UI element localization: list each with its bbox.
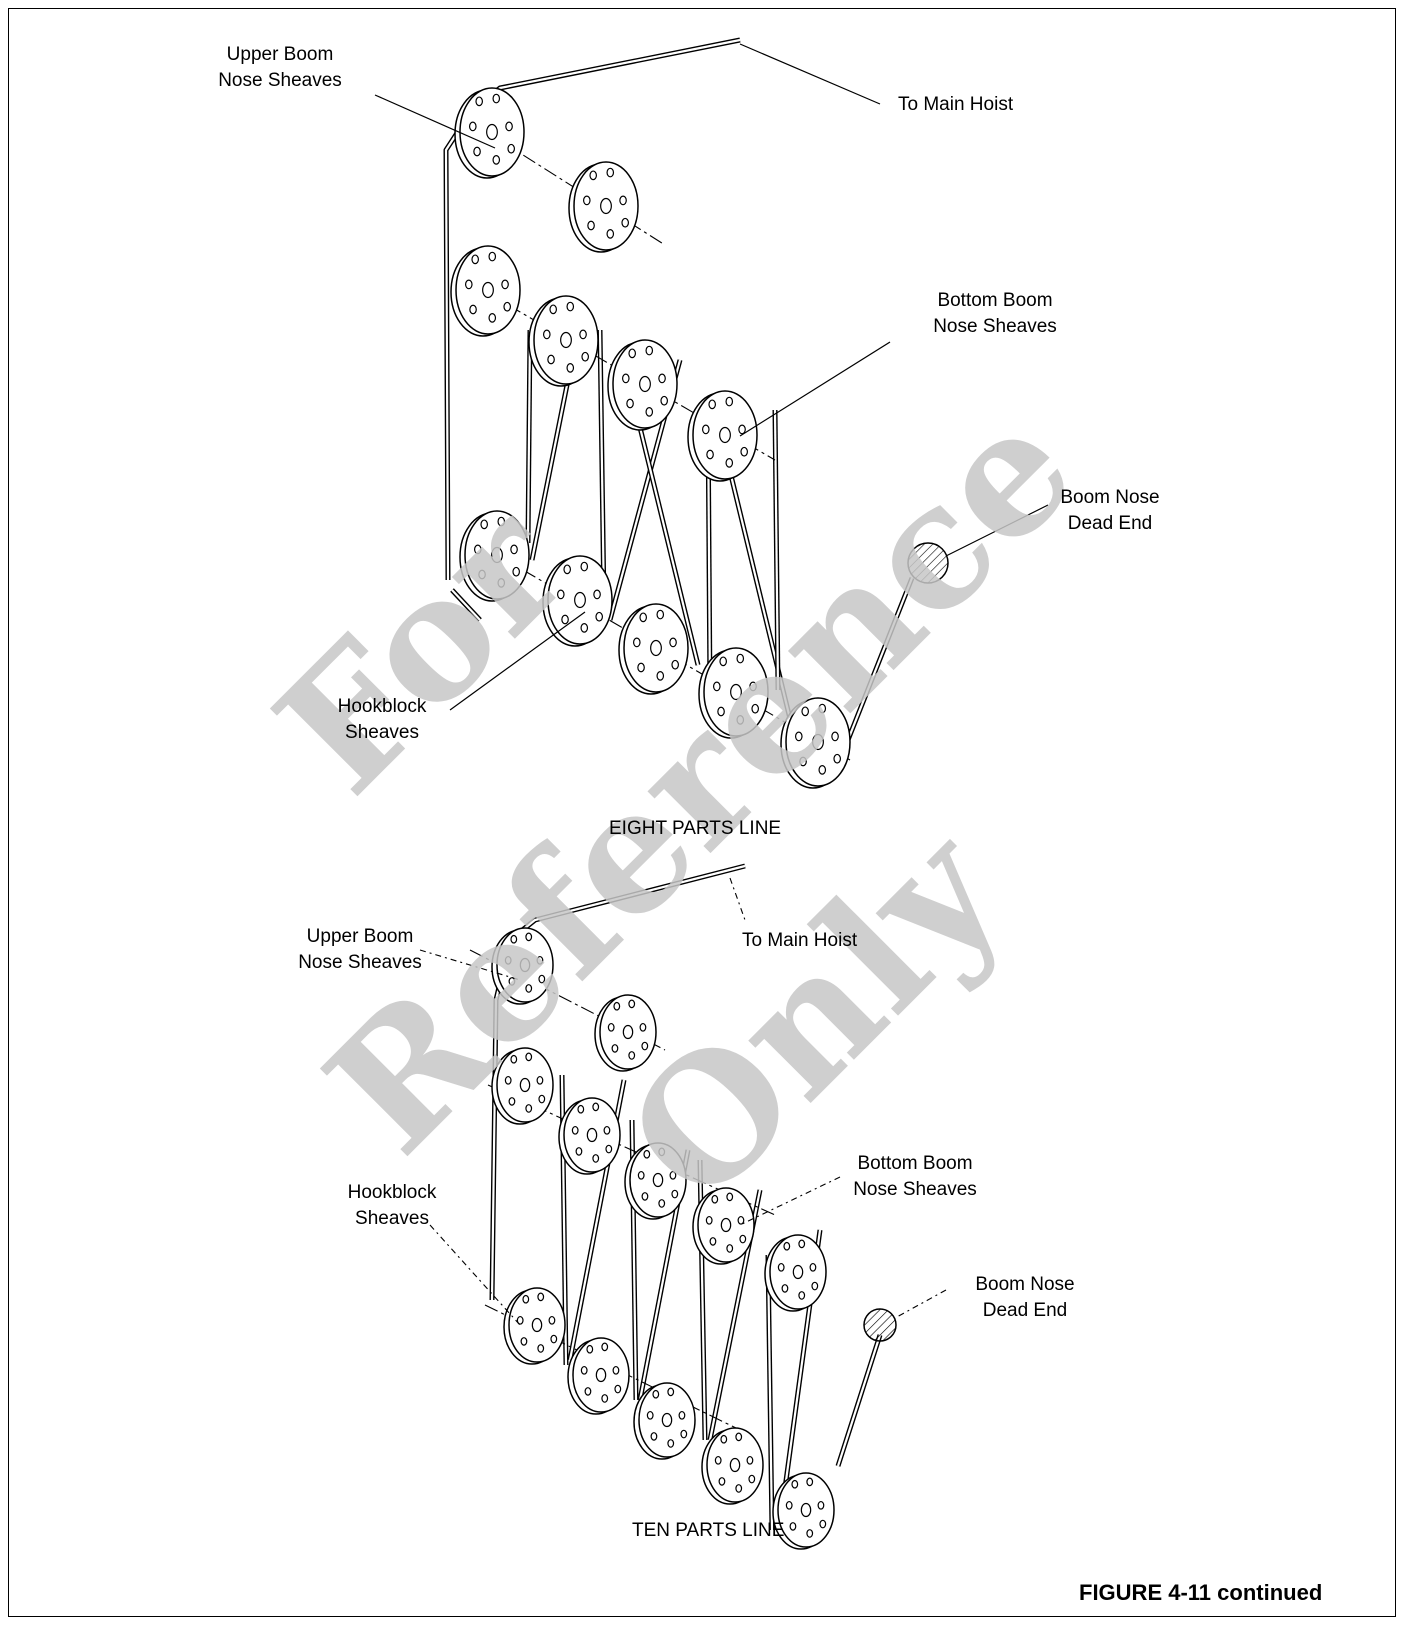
top-bottom-boom-leader	[740, 342, 890, 436]
top-upper-sheave-2	[569, 162, 638, 252]
bottom-upper-boom-label: Upper Boom Nose Sheaves	[280, 924, 440, 976]
figure-title: FIGURE 4-11 continued	[1079, 1580, 1322, 1606]
bottom-bottom-boom-label: Bottom Boom Nose Sheaves	[820, 1151, 1010, 1203]
bottom-hookblock-leader	[430, 1225, 520, 1325]
top-bottom-boom-label: Bottom Boom Nose Sheaves	[900, 288, 1090, 340]
top-hookblock-label: Hookblock Sheaves	[322, 694, 442, 746]
bottom-bottom-boom-sheave-5	[765, 1235, 826, 1311]
bottom-hookblock-sheave-1	[504, 1288, 565, 1364]
top-dead-end-label: Boom Nose Dead End	[1040, 485, 1180, 537]
top-bottom-boom-sheave-2	[529, 296, 598, 386]
bottom-hookblock-sheave-4	[702, 1428, 763, 1504]
top-upper-sheave-1	[455, 88, 524, 178]
top-bottom-boom-sheave-1	[451, 246, 520, 336]
bottom-hookblock-sheave-3	[634, 1383, 695, 1459]
eight-parts-line-caption: EIGHT PARTS LINE	[609, 818, 781, 840]
bottom-dead-end-leader	[895, 1290, 946, 1318]
top-upper-boom-label: Upper Boom Nose Sheaves	[200, 42, 360, 94]
top-bottom-boom-sheave-3	[608, 340, 677, 430]
ten-parts-line-caption: TEN PARTS LINE	[632, 1520, 784, 1542]
bottom-dead-end-label: Boom Nose Dead End	[955, 1272, 1095, 1324]
top-bottom-boom-sheave-4	[688, 391, 757, 481]
bottom-hookblock-sheave-2	[568, 1338, 629, 1414]
top-main-hoist-leader	[740, 44, 880, 104]
top-main-hoist-label: To Main Hoist	[898, 92, 1013, 118]
bottom-main-hoist-label: To Main Hoist	[742, 928, 857, 954]
bottom-dead-end-ball	[864, 1309, 896, 1341]
bottom-hookblock-label: Hookblock Sheaves	[332, 1180, 452, 1232]
